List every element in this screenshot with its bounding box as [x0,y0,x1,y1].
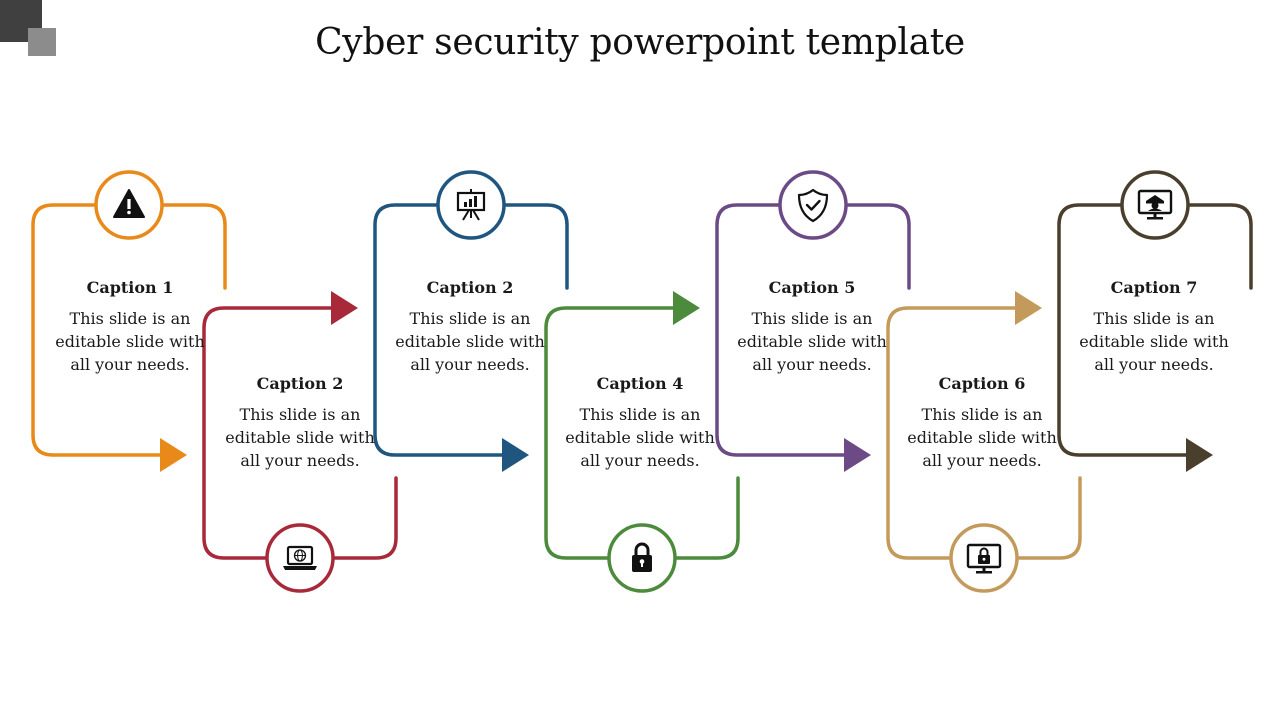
icon-shape [982,557,986,561]
step-caption: Caption 6 [938,374,1026,393]
arrow-head [1015,291,1042,325]
icon-shape [462,209,480,221]
icon-shape [1153,213,1157,217]
icon-shape [127,210,131,215]
step-7-text: Caption 7 This slide is an editable slid… [1079,278,1229,376]
presentation-chart-icon [456,189,486,221]
icon-shape [979,547,989,555]
shield-check-icon [797,188,829,223]
icon-shape [286,545,314,566]
step-2-text: Caption 2 This slide is an editable slid… [225,374,375,472]
step-description: This slide is an editable slide with all… [55,309,205,374]
icon-shape [639,559,645,564]
step-5-graphic [715,170,911,472]
icon-shape [641,562,643,567]
step-3-graphic [373,170,569,472]
icon-shape [464,202,467,207]
step-7-graphic [1057,170,1253,472]
connector-line [715,203,911,457]
step-caption: Caption 4 [596,374,684,393]
icon-shape [297,549,303,562]
icon-shape [474,196,477,207]
step-5-text: Caption 5 This slide is an editable slid… [737,278,887,376]
step-1-graphic [31,170,227,472]
icon-shape [976,571,992,574]
monitor-lock-icon [966,543,1002,574]
icon-shape [805,199,821,211]
icon-circle [265,523,335,593]
warning-icon [113,189,145,218]
step-2-graphic [202,291,398,593]
step-description: This slide is an editable slide with all… [907,405,1057,470]
corner-square-light [28,28,56,56]
step-description: This slide is an editable slide with all… [225,405,375,470]
step-4-text: Caption 4 This slide is an editable slid… [565,374,715,472]
icon-circle [778,170,848,240]
arrow-head [673,291,700,325]
connector-line [31,203,227,457]
connector-line [373,203,569,457]
step-1-text: Caption 1 This slide is an editable slid… [55,278,205,376]
arrow-head [844,438,871,472]
arrow-head [502,438,529,472]
step-caption: Caption 1 [86,278,174,297]
arrow-head [331,291,358,325]
step-description: This slide is an editable slide with all… [1079,309,1229,374]
step-6-graphic [886,291,1082,593]
step-description: This slide is an editable slide with all… [737,309,887,374]
arrow-head [160,438,187,472]
step-caption: Caption 2 [256,374,344,393]
icon-shape [797,188,829,223]
laptop-globe-icon [283,545,317,570]
icon-shape [982,567,986,571]
icon-shape [634,542,650,555]
icon-shape [469,199,472,207]
icon-shape [1146,195,1164,201]
icon-shape [1147,217,1163,220]
arrow-head [1186,438,1213,472]
step-description: This slide is an editable slide with all… [395,309,545,374]
icon-shape [127,199,131,209]
step-caption: Caption 2 [426,278,514,297]
step-caption: Caption 7 [1110,278,1198,297]
icon-shape [1148,208,1162,211]
step-6-text: Caption 6 This slide is an editable slid… [907,374,1057,472]
connector-line [544,306,740,560]
step-4-graphic [544,291,740,593]
step-description: This slide is an editable slide with all… [565,405,715,470]
page-title: Cyber security powerpoint template [315,22,965,63]
monitor-user-icon [1137,189,1173,220]
icon-shape [283,566,317,570]
step-caption: Caption 5 [768,278,856,297]
padlock-icon [632,542,652,572]
icon-shape [1151,202,1159,209]
step-3-text: Caption 2 This slide is an editable slid… [395,278,545,376]
connector-line [1057,203,1253,457]
connector-line [886,306,1082,560]
connector-line [202,306,398,560]
